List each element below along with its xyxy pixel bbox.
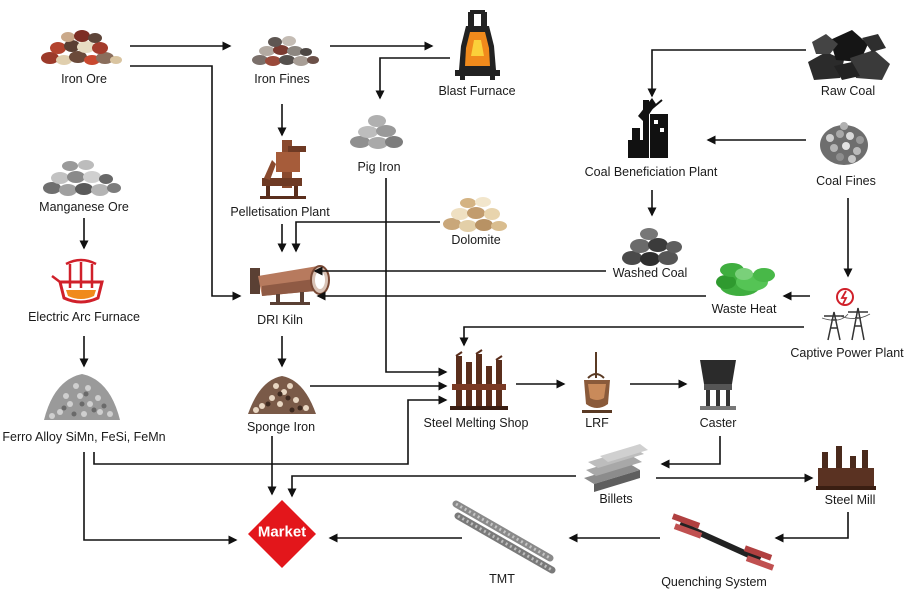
raw-coal-icon <box>808 30 890 80</box>
caster-icon <box>700 360 736 410</box>
billets-icon <box>584 444 648 492</box>
pelletisation-plant-label: Pelletisation Plant <box>230 205 330 219</box>
dolomite-label: Dolomite <box>451 233 501 247</box>
arrow-iron-ore-to-dri-kiln <box>130 65 242 301</box>
quenching-system-label: Quenching System <box>661 575 767 589</box>
coal-fines-label: Coal Fines <box>816 174 876 188</box>
washed-coal-label: Washed Coal <box>612 266 688 280</box>
arrow-caster-to-billets <box>660 436 721 469</box>
steel-mill-label: Steel Mill <box>824 493 876 507</box>
waste-heat-icon <box>716 263 775 296</box>
pig-iron-icon <box>350 115 403 149</box>
arrow-raw-coal-to-beneficiation <box>647 49 806 98</box>
arrow-steel-mill-to-quenching <box>774 512 849 543</box>
arrow-pig-iron-to-steel-melting-shop <box>385 178 448 377</box>
blast-furnace-icon <box>455 10 500 80</box>
raw-coal-label: Raw Coal <box>820 84 876 98</box>
arrow-ferro-alloy-to-steel-melting-shop <box>93 395 448 465</box>
iron-fines-label: Iron Fines <box>254 72 310 86</box>
dri-kiln-label: DRI Kiln <box>257 313 303 327</box>
captive-power-plant-label: Captive Power Plant <box>790 346 904 360</box>
tmt-label: TMT <box>489 572 515 586</box>
electric-arc-furnace-icon <box>51 258 104 304</box>
sponge-iron-icon <box>248 376 316 414</box>
market-label: Market <box>257 523 307 541</box>
coal-fines-icon <box>820 122 868 165</box>
blast-furnace-label: Blast Furnace <box>438 84 516 98</box>
ferro-alloy-label: Ferro Alloy SiMn, FeSi, FeMn <box>2 430 166 444</box>
arrow-ferro-alloy-to-market <box>83 452 238 545</box>
manganese-ore-label: Manganese Ore <box>39 200 129 214</box>
ferro-alloy-icon <box>44 374 120 420</box>
coal-beneficiation-plant-label: Coal Beneficiation Plant <box>584 165 718 179</box>
iron-ore-label: Iron Ore <box>61 72 107 86</box>
arrow-blast-furnace-to-pig-iron <box>375 57 450 100</box>
dri-kiln-icon <box>250 265 330 305</box>
steel-melting-shop-label: Steel Melting Shop <box>423 416 529 430</box>
power-pylon-icon <box>821 288 871 341</box>
washed-coal-icon <box>622 228 682 266</box>
manganese-ore-icon <box>43 160 121 196</box>
arrow-billets-to-market <box>287 475 576 498</box>
market-diamond-icon <box>248 500 316 568</box>
ladle-icon <box>582 352 612 413</box>
billets-label: Billets <box>599 492 633 506</box>
flow-arrows <box>79 41 853 545</box>
quenching-system-icon <box>671 513 775 571</box>
pig-iron-label: Pig Iron <box>357 160 401 174</box>
steel-melting-shop-icon <box>450 349 508 410</box>
lrf-label: LRF <box>585 416 609 430</box>
waste-heat-label: Waste Heat <box>711 302 777 316</box>
tmt-bars-icon <box>452 500 556 574</box>
coal-beneficiation-tower-icon <box>628 98 668 158</box>
dolomite-icon <box>443 197 507 232</box>
steel-mill-icon <box>816 446 876 490</box>
pelletisation-plant-icon <box>260 140 306 199</box>
arrow-power-plant-to-steel-melting-shop <box>459 326 804 347</box>
iron-fines-icon <box>252 36 319 66</box>
electric-arc-furnace-label: Electric Arc Furnace <box>28 310 140 324</box>
sponge-iron-label: Sponge Iron <box>246 420 316 434</box>
caster-label: Caster <box>699 416 737 430</box>
iron-ore-icon <box>41 30 122 65</box>
arrow-dolomite-to-dri-kiln <box>291 221 440 253</box>
